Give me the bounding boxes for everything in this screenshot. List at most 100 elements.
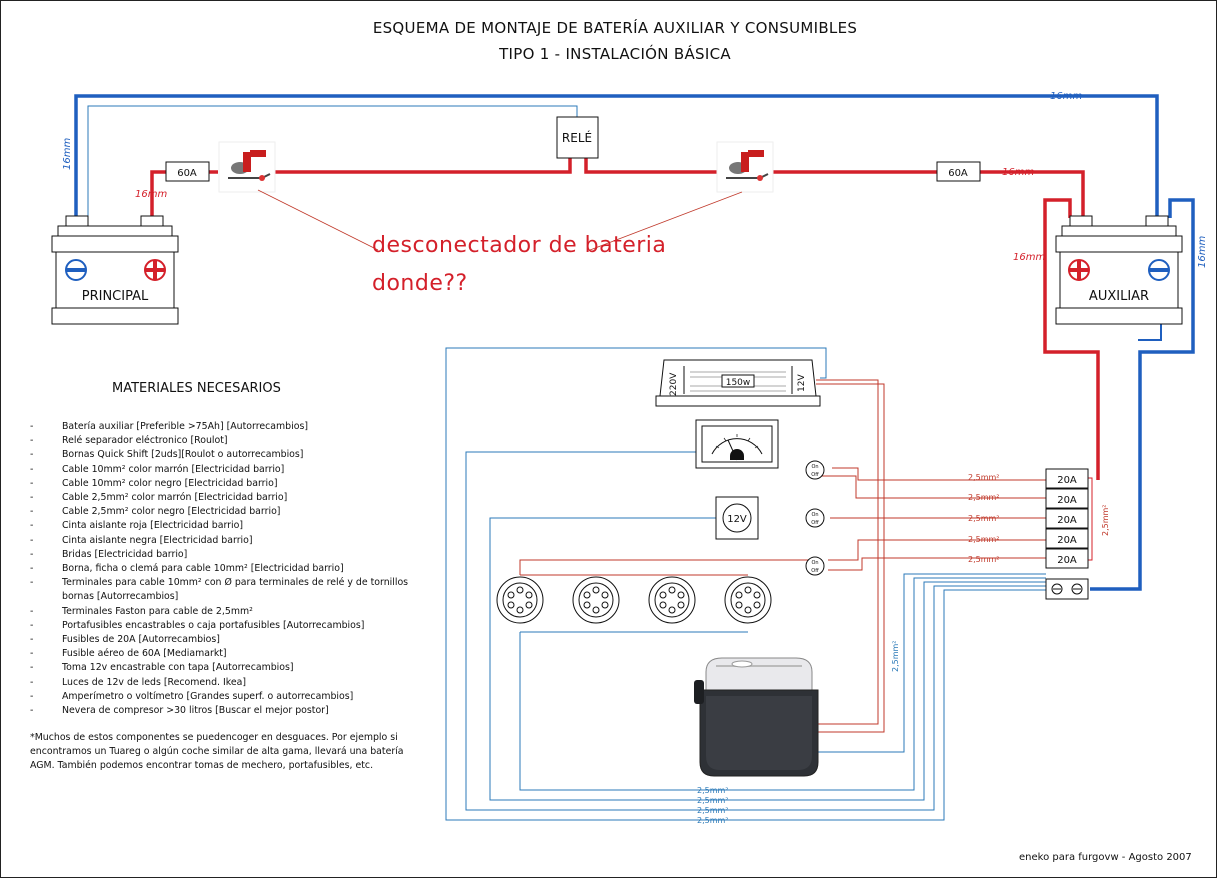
- battery-principal-label: PRINCIPAL: [82, 289, 149, 304]
- relay-label: RELÉ: [562, 130, 592, 145]
- switch-socket-icon: On Off: [805, 508, 825, 528]
- fuse-60a-right: 60A: [936, 161, 981, 182]
- diagram-subtitle: TIPO 1 - INSTALACIÓN BÁSICA: [499, 45, 731, 63]
- footnote: *Muchos de estos componentes se puedenco…: [30, 732, 404, 772]
- cable-label-25-2: 2,5mm²: [968, 493, 1000, 502]
- inverter-center-label: 150w: [726, 378, 751, 388]
- switch-lights-icon: On Off: [805, 556, 825, 576]
- cable-label-16-left: 16mm: [62, 138, 73, 170]
- battery-auxiliar-label: AUXILIAR: [1089, 289, 1149, 304]
- list-item: -Cable 2,5mm² color negro [Electricidad …: [30, 506, 281, 518]
- fuse-60a-left: 60A: [165, 161, 210, 182]
- led-light-4-icon: [724, 576, 772, 624]
- cable-negative-thin-relay: [87, 105, 578, 218]
- led-light-2-icon: [572, 576, 620, 624]
- meter-gauge: [695, 419, 779, 469]
- cable-label-25-bus-3: 2,5mm²: [697, 806, 729, 815]
- list-item: -Fusible aéreo de 60A [Mediamarkt]: [30, 648, 227, 660]
- cable-label-25-bus-vert: 2,5mm²: [891, 640, 900, 672]
- list-item: -Luces de 12v de leds [Recomend. Ikea]: [30, 676, 247, 688]
- cooler-fridge-icon: [694, 657, 819, 777]
- annotation-question-line2: donde??: [372, 271, 468, 296]
- cable-label-25-bus-2: 2,5mm²: [697, 796, 729, 805]
- svg-text:Off: Off: [811, 520, 819, 526]
- cable-aux-negative: [1090, 198, 1195, 591]
- led-light-3-icon: [648, 576, 696, 624]
- cable-positive-left-b: [275, 158, 572, 174]
- cable-aux-positive: [1043, 198, 1100, 480]
- cable-label-25-3: 2,5mm²: [968, 514, 1000, 523]
- svg-text:20A: 20A: [1057, 515, 1077, 526]
- svg-text:60A: 60A: [177, 168, 197, 179]
- wire-inverter-red2: [812, 379, 879, 725]
- list-item: -Cable 10mm² color negro [Electricidad b…: [30, 477, 278, 489]
- svg-text:On: On: [811, 464, 818, 470]
- cable-positive-right-b: [584, 158, 718, 174]
- led-light-1-icon: [496, 576, 544, 624]
- battery-principal: PRINCIPAL: [51, 215, 179, 325]
- cable-negative-main: [74, 94, 1159, 218]
- wire-fuse1: [832, 467, 1046, 481]
- svg-text:On: On: [811, 560, 818, 566]
- cable-positive-right: [772, 170, 1085, 218]
- battery-disconnector-left-icon: [218, 141, 276, 193]
- list-item: -Cinta aislante negra [Electricidad barr…: [30, 534, 253, 546]
- wire-fuse5: [828, 557, 1046, 571]
- annotation-question: desconectador de bateria: [372, 233, 667, 258]
- inverter-left-label: 220V: [669, 372, 679, 396]
- cable-label-16-red-left: 16mm: [135, 189, 167, 200]
- cable-label-16-blue-aux: 16mm: [1197, 236, 1208, 268]
- relay: RELÉ: [556, 116, 599, 159]
- cable-label-25-1: 2,5mm²: [968, 473, 1000, 482]
- list-item: -Bridas [Electricidad barrio]: [30, 548, 188, 560]
- list-item: -Toma 12v encastrable con tapa [Autorrec…: [30, 662, 294, 674]
- list-item: -Cable 2,5mm² color marrón [Electricidad…: [30, 492, 288, 504]
- inverter-right-label: 12V: [797, 374, 807, 392]
- list-item: -Fusibles de 20A [Autorrecambios]: [30, 634, 220, 646]
- svg-text:20A: 20A: [1057, 495, 1077, 506]
- socket-label: 12V: [727, 514, 747, 525]
- cable-label-25-bus-4: 2,5mm²: [697, 816, 729, 825]
- list-item: -Batería auxiliar [Preferible >75Ah] [Au…: [30, 421, 308, 432]
- cable-label-16-red-right: 16mm: [1002, 167, 1034, 178]
- negative-terminal-block: [1045, 578, 1089, 600]
- cable-label-16-red-aux: 16mm: [1013, 252, 1045, 263]
- cable-label-25-5: 2,5mm²: [968, 555, 1000, 564]
- wire-fuse2: [822, 475, 1046, 499]
- list-item: -Borna, ficha o clemá para cable 10mm² […: [30, 563, 344, 575]
- svg-text:On: On: [811, 512, 818, 518]
- list-item: -Amperímetro o voltímetro [Grandes super…: [30, 690, 354, 702]
- battery-disconnector-right-icon: [716, 141, 774, 193]
- svg-text:20A: 20A: [1057, 555, 1077, 566]
- annotation-pointer-right: [589, 191, 743, 251]
- wire-fuse4: [828, 539, 1046, 561]
- svg-text:Off: Off: [811, 568, 819, 574]
- annotation-pointer-left: [257, 189, 379, 251]
- materials-list: -Batería auxiliar [Preferible >75Ah] [Au…: [30, 420, 412, 718]
- switch-meter-icon: On Off: [805, 460, 825, 480]
- fuse-block-20a: 20A 20A 20A 20A 20A: [1045, 468, 1089, 569]
- cable-label-16-top: 16mm: [1050, 91, 1082, 102]
- list-item: -Relé separador eléctronico [Roulot]: [30, 435, 228, 447]
- wire-inverter-blue2: [660, 347, 827, 379]
- cable-label-25-bus-1: 2,5mm²: [697, 786, 729, 795]
- socket-12v: 12V: [715, 496, 759, 540]
- materials-title: MATERIALES NECESARIOS: [112, 381, 281, 396]
- list-item: -Portafusibles encastrables o caja porta…: [30, 619, 365, 631]
- list-item: -Nevera de compresor >30 litros [Buscar …: [30, 705, 329, 717]
- svg-text:20A: 20A: [1057, 535, 1077, 546]
- battery-auxiliar: AUXILIAR: [1055, 215, 1183, 325]
- list-item: -Cable 10mm² color marrón [Electricidad …: [30, 463, 285, 475]
- cable-label-25-4: 2,5mm²: [968, 535, 1000, 544]
- inverter: 150w 220V 12V: [655, 359, 821, 407]
- svg-text:Off: Off: [811, 472, 819, 478]
- diagram-title: ESQUEMA DE MONTAJE DE BATERÍA AUXILIAR Y…: [372, 19, 858, 37]
- wire-lights-red: [519, 559, 808, 575]
- svg-text:60A: 60A: [948, 168, 968, 179]
- cable-label-25-vertical: 2,5mm²: [1101, 504, 1110, 536]
- wire-fridge-blue: [808, 573, 1046, 753]
- list-item: -Terminales Faston para cable de 2,5mm²: [30, 605, 253, 617]
- list-item: -Cinta aislante roja [Electricidad barri…: [30, 520, 244, 532]
